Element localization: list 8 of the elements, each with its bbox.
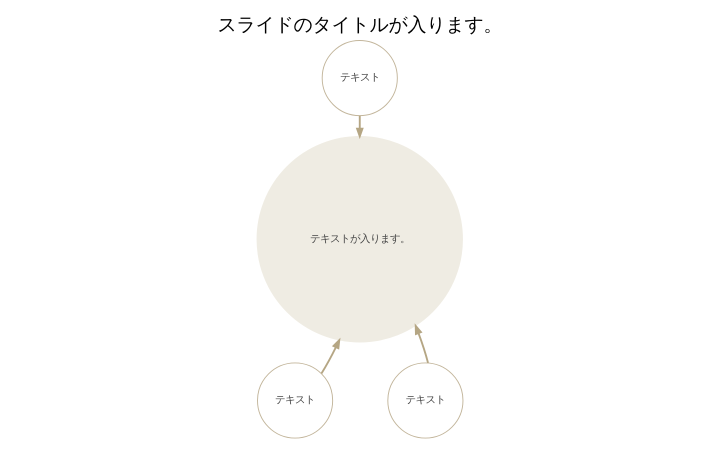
node-circle: テキスト [257,362,334,439]
diagram-title: スライドのタイトルが入ります。 [218,14,502,36]
node-circle: テキストが入ります。 [256,136,463,342]
arrow [414,323,429,364]
node-circle: テキスト [322,40,398,116]
node-circle: テキスト [387,362,464,439]
arrow [320,338,340,374]
arrow [356,116,364,140]
